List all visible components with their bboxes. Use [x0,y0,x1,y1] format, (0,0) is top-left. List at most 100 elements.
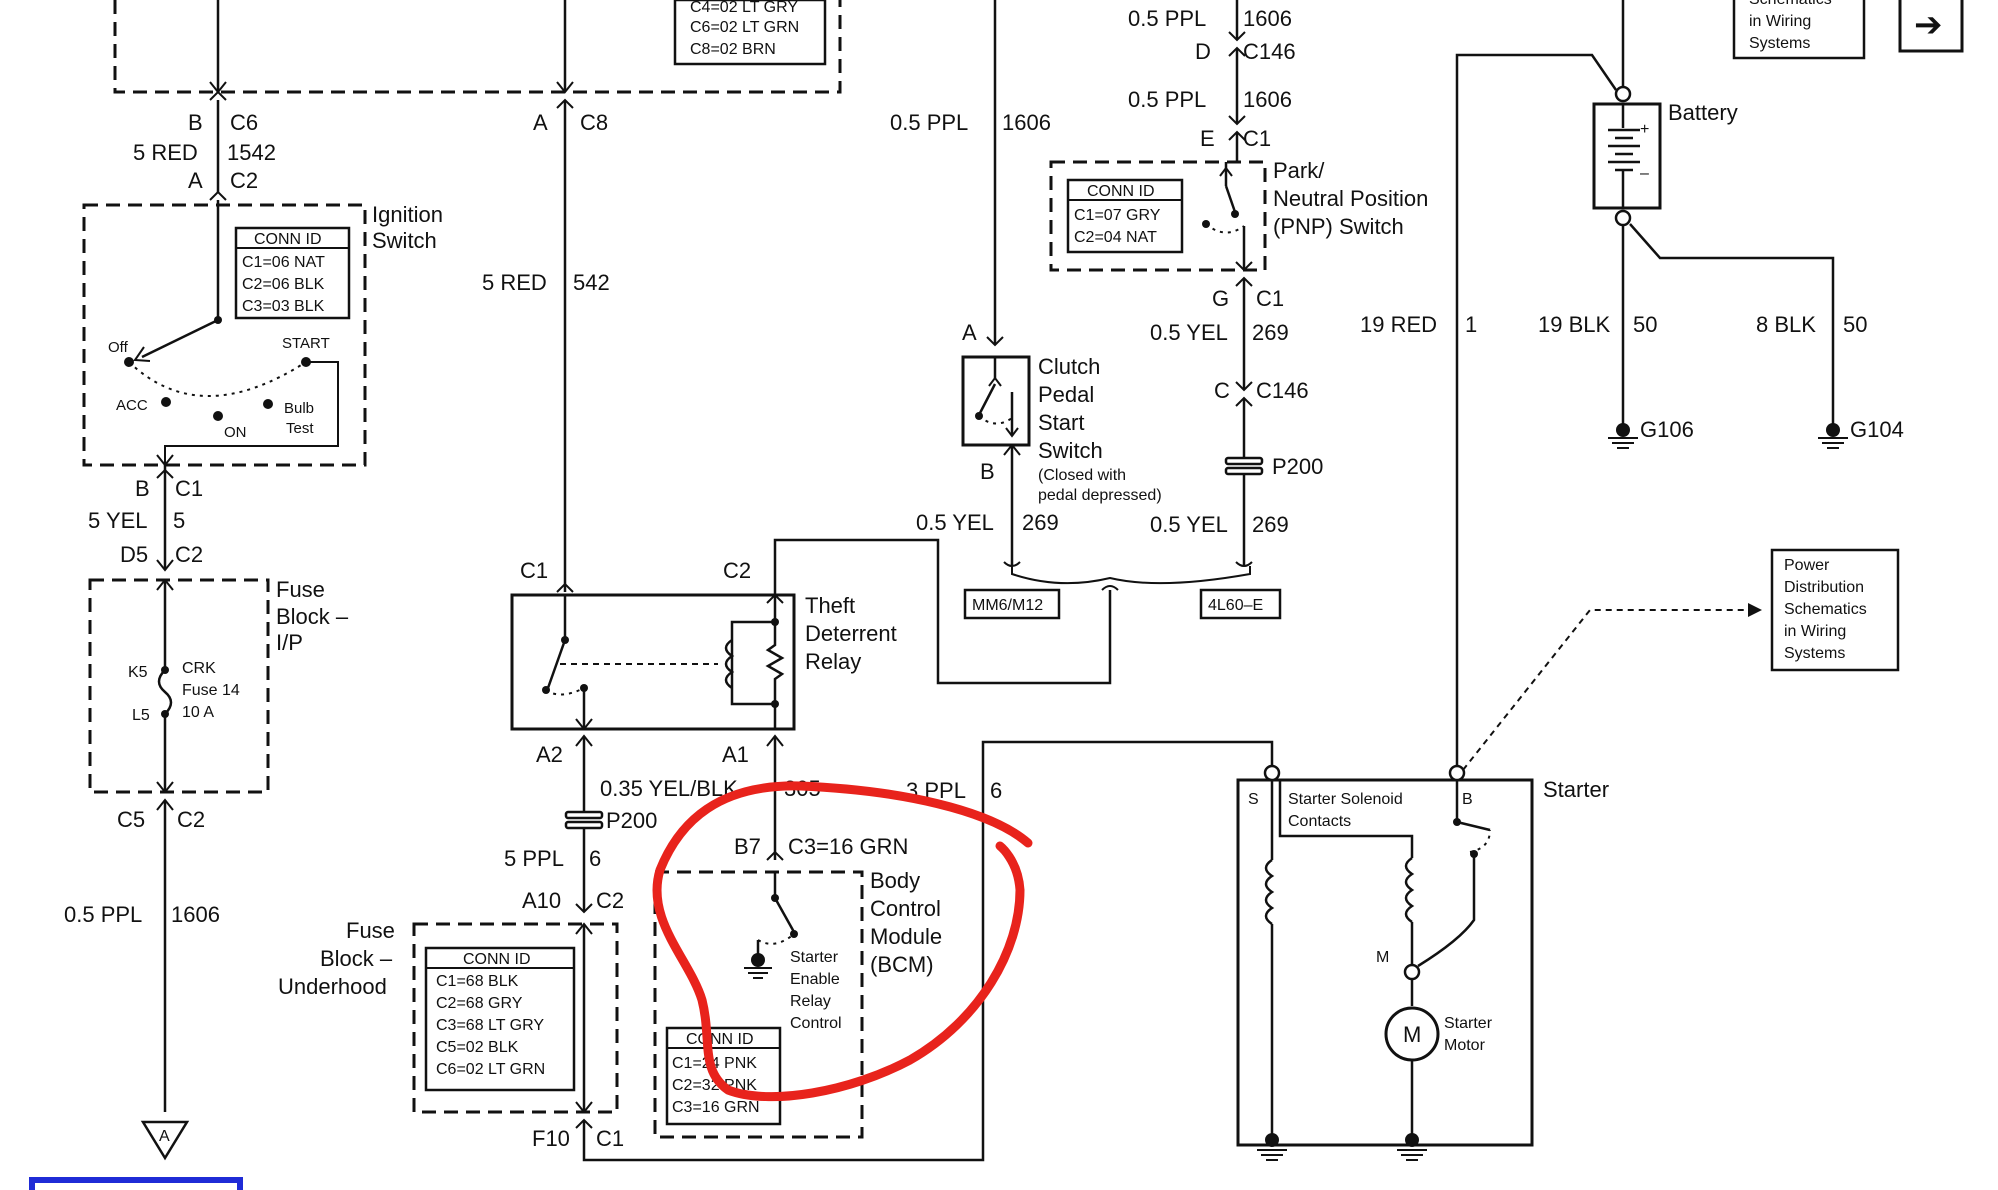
starter-motor-label-2: Motor [1444,1037,1486,1054]
power-dist-line-4: in Wiring [1784,623,1846,640]
pnp-label-3: (PNP) Switch [1273,214,1404,239]
starter: Starter S B Starter Solenoid Contacts M … [1236,764,1609,1161]
wire-5ppl-label: 5 PPL [504,846,564,871]
relay-c2-wire [766,538,1112,685]
bcm-c3-label: C3=16 GRN [788,834,908,859]
wire-19blk-label: 19 BLK [1538,312,1610,337]
bcm-ctl-label-1: Starter [790,949,839,966]
wire-05yel-pnp-2: 0.5 YEL [1150,512,1228,537]
relay-a1-label: A1 [722,742,749,767]
wire-05ppl-pnp-2: 0.5 PPL [1128,87,1206,112]
battery: + – Battery 19 RED 1 19 BLK 50 8 BLK 50 … [1360,0,1904,775]
pnp-switch: 0.5 PPL 1606 D C146 0.5 PPL 1606 E C1 Pa… [1049,0,1428,620]
conn-f10-c1-label: C1 [596,1126,624,1151]
power-distribution-reference[interactable]: Power Distribution Schematics in Wiring … [1770,548,1900,672]
fuse-uh-conn-title: CONN ID [463,951,531,968]
bcm-ctl-label-3: Relay [790,993,831,1010]
fuse-14-label: Fuse 14 [182,682,240,699]
fuse-ip-label-2: Block – [276,604,349,629]
fuse-k5-label: K5 [128,664,148,681]
circuit-1-label: 1 [1465,312,1477,337]
pnp-conn-g-c1-label: C1 [1256,286,1284,311]
circuit-269-clutch-label: 269 [1022,510,1059,535]
ignition-conn-c2: C2=06 BLK [242,276,325,293]
p200-pnp-label: P200 [1272,454,1323,479]
ignition-conn-title: CONN ID [254,231,322,248]
circuit-50-a-label: 50 [1633,312,1657,337]
fuse-uh-conn-c6: C6=02 LT GRN [436,1061,545,1078]
circuit-1606-clutch-label: 1606 [1002,110,1051,135]
fuse-ip-label-1: Fuse [276,577,325,602]
circuit-542-label: 542 [573,270,610,295]
starter-label: Starter [1543,777,1609,802]
clutch-pin-a-label: A [962,320,977,345]
fuse-block-ip: Fuse Block – I/P K5 L5 CRK Fuse 14 10 A [88,577,349,794]
fuse-uh-label-2: Block – [320,946,393,971]
battery-plus-label: + [1640,121,1649,138]
wire-5yel-label: 5 YEL [88,508,148,533]
circuit-269-pnp-2: 269 [1252,512,1289,537]
power-dist-line-2: Distribution [1784,579,1864,596]
upper-conn-c4: C4=02 LT GRY [690,0,798,16]
fuse-uh-conn-c1: C1=68 BLK [436,973,519,990]
bcm-conn-c3: C3=16 GRN [672,1099,760,1116]
wire-19red-label: 19 RED [1360,312,1437,337]
bcm-ctl-label-2: Enable [790,971,840,988]
wire-05ppl-left-label: 0.5 PPL [64,902,142,927]
fuse-uh-label-1: Fuse [346,918,395,943]
fuse-10a-label: 10 A [182,704,214,721]
relay-c1-label: C1 [520,558,548,583]
middle-feed-wire: A C8 5 RED 542 C1 C2 [482,0,751,593]
bcm-conn-title: CONN ID [686,1031,754,1048]
ignition-switch-label-2: Switch [372,228,437,253]
option-mm6-m12-label: MM6/M12 [972,597,1043,614]
wire-5red-label: 5 RED [133,140,198,165]
ref-top-line-2: in Wiring [1749,13,1811,30]
fuse-uh-conn-c2: C2=68 GRY [436,995,523,1012]
conn-c5-label: C5 [117,807,145,832]
circuit-5-label: 5 [173,508,185,533]
conn-c6-label: C6 [230,110,258,135]
pnp-conn-c1: C1=07 GRY [1074,207,1161,224]
power-distribution-link [1462,603,1762,771]
starter-m-label: M [1376,949,1389,966]
ground-g106-label: G106 [1640,417,1694,442]
clutch-pin-b-label: B [980,459,995,484]
power-dist-line-3: Schematics [1784,601,1867,618]
pnp-conn-c2: C2=04 NAT [1074,229,1157,246]
circuit-269-pnp-1: 269 [1252,320,1289,345]
fuse-uh-conn-c5: C5=02 BLK [436,1039,519,1056]
conn-c2-label: C2 [230,168,258,193]
fuse-ip-label-3: I/P [276,630,303,655]
ref-top-line-1: Schematics [1749,0,1832,8]
conn-b-c1-c1: C1 [175,476,203,501]
relay-a2-label: A2 [536,742,563,767]
fuse-uh-conn-c3: C3=68 LT GRY [436,1017,544,1034]
wire-05ppl-clutch-label: 0.5 PPL [890,110,968,135]
wire-5red-mid-label: 5 RED [482,270,547,295]
blue-nav-box[interactable] [29,1177,243,1190]
starter-b-label: B [1462,791,1473,808]
ref-top-line-3: Systems [1749,35,1810,52]
ignition-off-label: Off [108,339,129,356]
wire-05yel-pnp-1: 0.5 YEL [1150,320,1228,345]
pnp-conn-g-label: G [1212,286,1229,311]
motor-m-label: M [1403,1022,1421,1047]
conn-a-c8-a: A [533,110,548,135]
starter-motor-label-1: Starter [1444,1015,1493,1032]
ignition-switch: Ignition Switch CONN ID C1=06 NAT C2=06 … [82,200,443,467]
clutch-note-1: (Closed with [1038,467,1126,484]
conn-a-c8-c8: C8 [580,110,608,135]
fuse-ip-output-wire: C5 C2 0.5 PPL 1606 A [64,798,220,1161]
schematic-reference-top[interactable]: Schematics in Wiring Systems [1732,0,1866,60]
fuse-block-underhood: Fuse Block – Underhood CONN ID C1=68 BLK… [278,918,619,1114]
clutch-label-3: Start [1038,410,1084,435]
fuse-uh-label-3: Underhood [278,974,387,999]
next-page-arrow-button[interactable]: ➔ [1898,0,1964,53]
upper-conn-c8: C8=02 BRN [690,41,776,58]
ignition-bulb-label-2: Test [286,420,314,437]
ignition-conn-c1: C1=06 NAT [242,254,325,271]
power-dist-line-1: Power [1784,557,1830,574]
conn-c5-c2-label: C2 [177,807,205,832]
